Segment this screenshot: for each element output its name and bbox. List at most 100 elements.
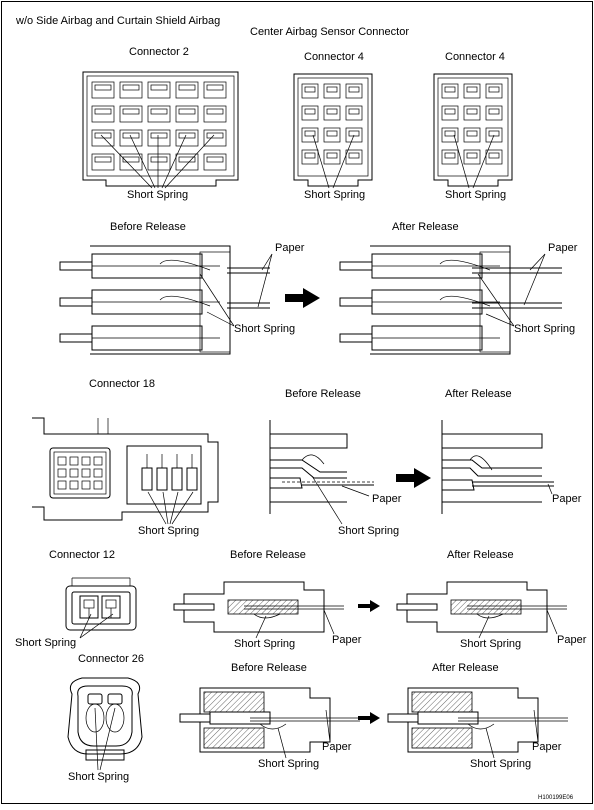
s4-after-drawing	[396, 581, 567, 639]
figure-code: H100199E06	[538, 795, 574, 801]
connector12-drawing	[65, 577, 137, 639]
leader	[255, 615, 267, 639]
s5-arrow	[358, 712, 380, 724]
cavity-latch	[122, 156, 140, 163]
terminal	[186, 467, 198, 491]
s2-paper-after	[472, 253, 562, 309]
wire	[59, 297, 93, 307]
cavity	[301, 83, 319, 99]
s5-before-drawing	[179, 687, 360, 759]
s4-spring-after-label: Short Spring	[460, 638, 521, 650]
housing	[183, 581, 325, 633]
cavity-latch	[150, 132, 168, 139]
s3-before-drawing	[269, 420, 374, 525]
wire	[396, 603, 438, 611]
s2-arrow	[285, 288, 320, 308]
cavity	[69, 480, 79, 490]
cavity	[147, 153, 171, 171]
short-spring-label-c4b: Short Spring	[445, 189, 506, 201]
cavity	[175, 105, 199, 123]
cavity-latch	[304, 130, 316, 137]
cavity	[345, 149, 363, 165]
cavity-latch	[206, 156, 224, 163]
s3-paper-after-label: Paper	[552, 493, 582, 505]
upper-wall	[411, 691, 473, 713]
short-spring-label-c4a: Short Spring	[304, 189, 365, 201]
cavity-latch	[466, 152, 478, 159]
connector4b-label: Connector 4	[445, 51, 505, 63]
cavity	[81, 480, 91, 490]
connector4b-drawing	[433, 73, 513, 187]
spring	[253, 613, 281, 619]
cavity	[91, 81, 115, 99]
s5-paper-after-label: Paper	[532, 741, 562, 753]
cavity-latch	[488, 130, 500, 137]
connector2-drawing	[82, 71, 239, 187]
cavity-latch	[466, 130, 478, 137]
s5-before-label: Before Release	[231, 662, 307, 674]
wire	[173, 603, 215, 611]
cavity-latch	[122, 108, 140, 115]
cavity	[485, 149, 503, 165]
s3-left-leaders	[147, 491, 194, 525]
cavity	[301, 149, 319, 165]
cavity	[91, 105, 115, 123]
cavity-latch	[444, 108, 456, 115]
cavity	[463, 149, 481, 165]
retainer	[199, 251, 231, 353]
s5-spring-before-label: Short Spring	[258, 758, 319, 770]
terminal	[141, 467, 153, 491]
cavity	[81, 468, 91, 478]
cavity-latch	[304, 108, 316, 115]
cavity	[485, 83, 503, 99]
cavity	[323, 127, 341, 143]
upper-wall	[203, 691, 265, 713]
spring	[259, 723, 287, 730]
wire	[339, 261, 373, 271]
cavity	[203, 105, 227, 123]
s3-arrow	[396, 468, 431, 488]
s3-paper-before-label: Paper	[372, 493, 402, 505]
wire	[179, 713, 211, 723]
cavity-latch	[444, 152, 456, 159]
s4-paper-after-label: Paper	[557, 634, 587, 646]
cavity-latch	[150, 156, 168, 163]
cavity	[147, 105, 171, 123]
cavity-latch	[150, 108, 168, 115]
s4-before-drawing	[173, 581, 344, 639]
leader	[485, 727, 495, 759]
cavity	[91, 129, 115, 147]
cavity-latch	[178, 84, 196, 91]
cavity	[345, 83, 363, 99]
cavity	[301, 105, 319, 121]
spring	[467, 723, 495, 730]
lower-wall	[203, 727, 265, 749]
short-spring-leaders-1	[100, 134, 495, 189]
cavity-latch	[326, 152, 338, 159]
cavity-latch	[348, 86, 360, 93]
s2-after-connector	[339, 245, 511, 355]
cavity-latch	[348, 130, 360, 137]
cavity-latch	[304, 152, 316, 159]
housing	[406, 581, 548, 633]
cavity	[175, 81, 199, 99]
leader	[533, 709, 539, 743]
cavity	[203, 153, 227, 171]
cavity-latch	[466, 108, 478, 115]
lower-wall	[411, 727, 473, 749]
wire	[387, 713, 419, 723]
terminal	[171, 467, 183, 491]
short-spring-label-c2: Short Spring	[127, 189, 188, 201]
cavity	[69, 468, 79, 478]
s5-after-label: After Release	[432, 662, 499, 674]
cavity-latch	[178, 156, 196, 163]
connector18-drawing	[32, 417, 219, 521]
cavity-latch	[122, 84, 140, 91]
s2-paper-after-label: Paper	[548, 242, 578, 254]
s4-paper-before-label: Paper	[332, 634, 362, 646]
s4-arrow	[358, 600, 380, 612]
cavity-latch	[122, 132, 140, 139]
retainer	[479, 251, 511, 353]
